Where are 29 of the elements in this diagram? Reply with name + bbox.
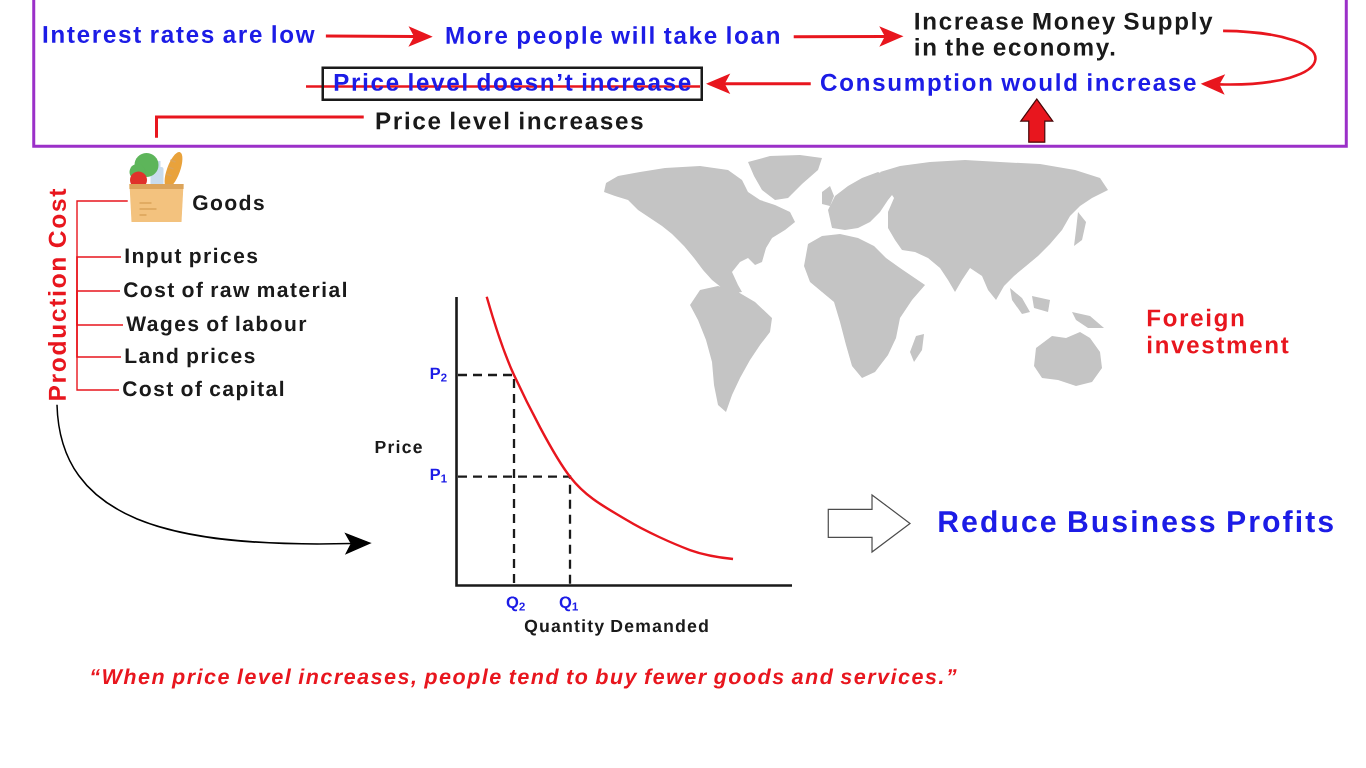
vertical-heading: Production Cost xyxy=(48,188,66,400)
conclusion-text: Reduce Business Profits xyxy=(939,510,1333,533)
axis-tick-label: Q$_{1}$ xyxy=(559,596,578,612)
list-item-text: Wages of labour xyxy=(126,315,307,336)
axis-title: Quantity Demanded xyxy=(524,619,708,636)
axis-tick-label: P$_{1}$ xyxy=(430,468,447,483)
list-item-text: Land prices xyxy=(125,347,255,368)
axis-tick-label: Q$_{2}$ xyxy=(506,596,525,612)
axis-tick-label: P$_{2}$ xyxy=(430,367,447,382)
list-item-text: Cost of capital xyxy=(123,380,284,401)
block-arrow xyxy=(827,493,911,554)
panel-frame xyxy=(32,0,1348,148)
bracket-line xyxy=(76,290,121,296)
axis-title: Price xyxy=(375,440,422,454)
map-caption: Foreign investment xyxy=(1147,308,1289,354)
statement-text: Increase Money Supply in the economy. xyxy=(915,12,1213,61)
connector-line xyxy=(155,115,364,138)
quote-text: “When price level increases, people tend to buy fewer goods and services.” xyxy=(91,668,957,689)
statement-text: Interest rates are low xyxy=(43,25,315,43)
world-map xyxy=(604,155,1108,412)
statement-text: Price level increases xyxy=(376,111,643,130)
statement-text: More people will take loan xyxy=(446,26,779,49)
block-arrow xyxy=(1019,98,1054,143)
list-item-text: Cost of raw material xyxy=(124,281,346,298)
list-item-text: Input prices xyxy=(125,247,258,268)
bracket-line xyxy=(76,294,120,391)
grocery-bag-picture xyxy=(129,152,184,222)
statement-text: Consumption would increase xyxy=(821,73,1196,96)
item-label: Goods xyxy=(193,194,264,211)
